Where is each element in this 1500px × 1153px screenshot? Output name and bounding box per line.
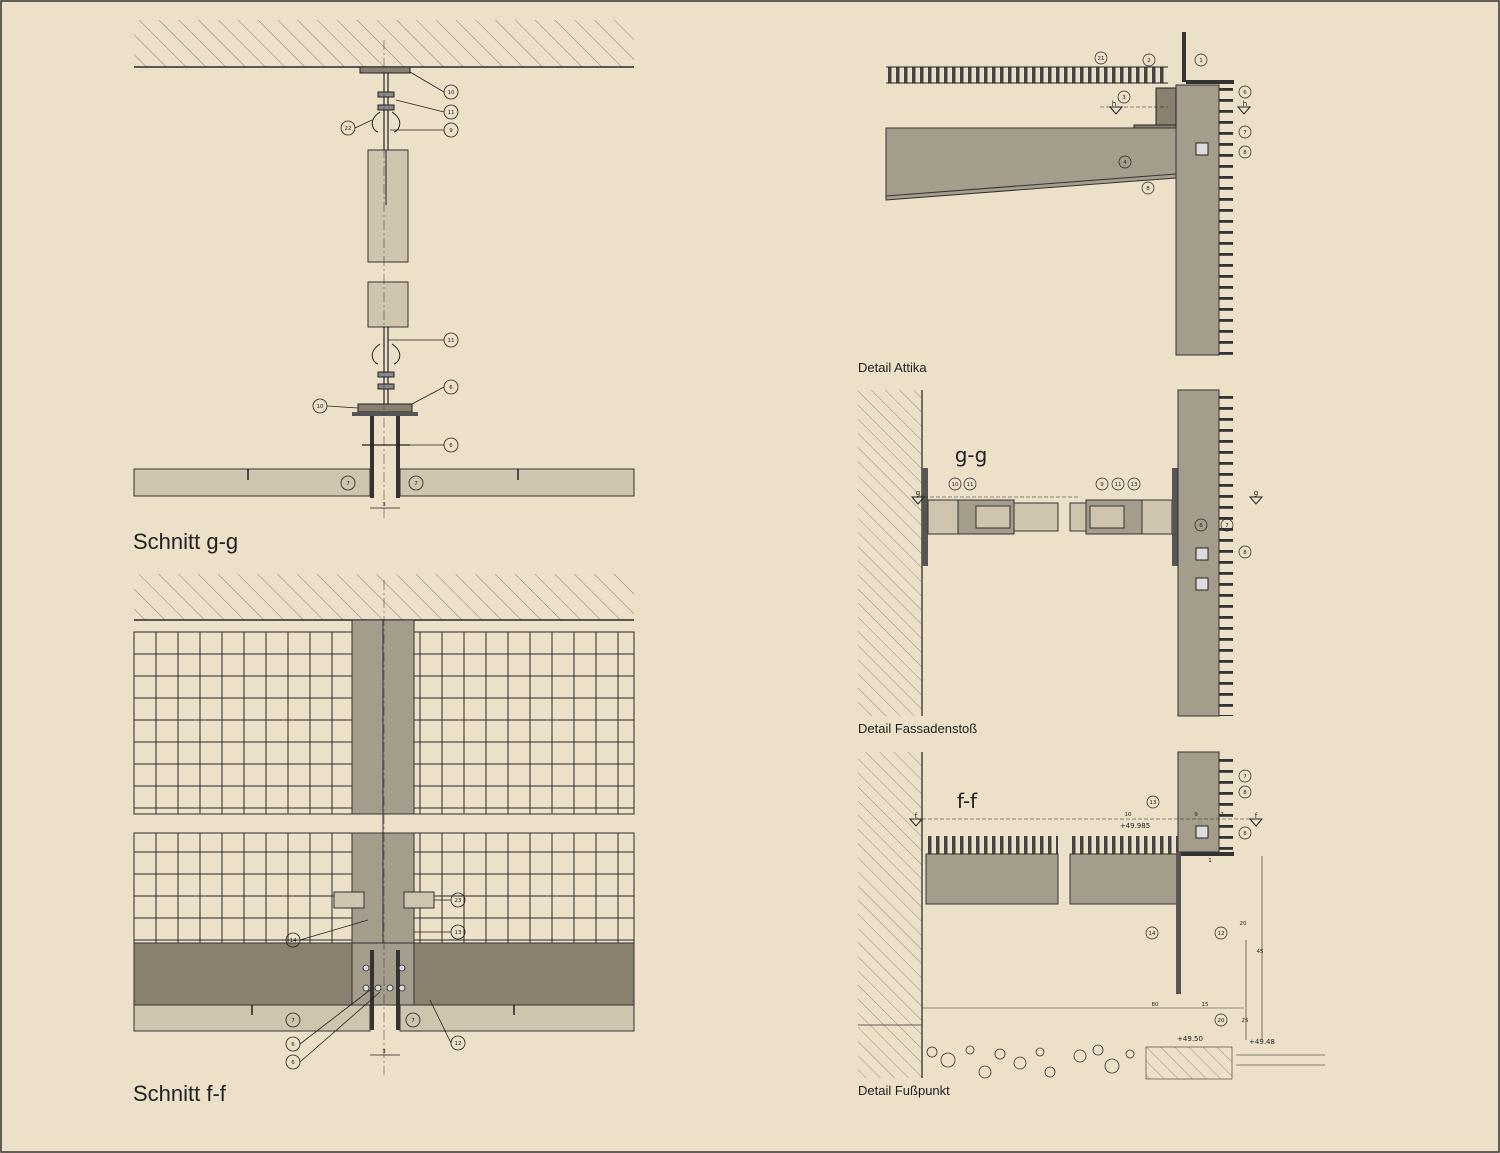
callout-gg-7: 10 — [317, 404, 324, 410]
dim-fuss-1: 1 — [1208, 858, 1212, 864]
callout-gg-6: 6 — [449, 385, 453, 391]
section-mark-f-left: f — [915, 812, 918, 820]
detail-attika-callouts: 1 2 21 3 h h 6 7 4 8 8 — [1098, 56, 1248, 192]
callout-fuss-2: 7 — [1243, 774, 1247, 780]
dim-fuss-7: 7 — [1220, 812, 1224, 818]
callout-attika-8: 8 — [1146, 186, 1150, 192]
callout-attika-3: 21 — [1098, 56, 1105, 62]
callout-attika-7: 7 — [1243, 130, 1247, 136]
callout-ff-8: 12 — [455, 1041, 462, 1047]
title-schnitt-gg: Schnitt g-g — [133, 529, 238, 554]
callout-fuss-4: 8 — [1243, 831, 1247, 837]
callout-ff-7: 7 — [411, 1018, 415, 1024]
dim-fuss-45: 45 — [1257, 949, 1264, 955]
callout-attika-1: 1 — [1199, 58, 1203, 64]
detail-attika-drawing — [885, 32, 1252, 356]
callout-fass-8: 8 — [1243, 550, 1247, 556]
callout-fuss-1: 13 — [1150, 800, 1157, 806]
level-4948: +49.48 — [1249, 1038, 1275, 1046]
title-schnitt-ff: Schnitt f-f — [133, 1081, 227, 1106]
callout-attika-4: 3 — [1122, 95, 1126, 101]
schnitt-gg-drawing — [133, 20, 635, 520]
dim-fuss-25: 25 — [1242, 1018, 1249, 1024]
dim-ff-3: 3 — [382, 1049, 386, 1055]
callout-gg-4: 9 — [449, 128, 453, 134]
level-4950: +49.50 — [1177, 1035, 1203, 1043]
callout-gg-1: 10 — [448, 90, 455, 96]
dim-fuss-20: 20 — [1240, 921, 1247, 927]
callout-attika-2: 2 — [1147, 58, 1151, 64]
callout-ff-2: 14 — [290, 938, 297, 944]
title-detail-fusspunkt: Detail Fußpunkt — [858, 1083, 950, 1098]
callout-fass-4: 11 — [1115, 482, 1122, 488]
dim-gg-3: 3 — [382, 502, 386, 508]
callout-fuss-5: 14 — [1149, 931, 1156, 937]
detail-fassadenstoss-drawing — [858, 389, 1264, 717]
level-49985: +49.985 — [1120, 822, 1150, 830]
callout-ff-5: 6 — [291, 1060, 295, 1066]
callout-fass-7: 7 — [1225, 523, 1229, 529]
callout-gg-8: 6 — [449, 443, 453, 449]
section-mark-ff: f-f — [957, 789, 978, 813]
section-mark-gg: g-g — [955, 443, 988, 467]
callout-fuss-3: 8 — [1243, 790, 1247, 796]
callout-fuss-7: 20 — [1218, 1018, 1225, 1024]
callout-ff-3: 13 — [455, 930, 462, 936]
dim-fuss-9: 9 — [1194, 812, 1198, 818]
callout-fass-1: 10 — [952, 482, 959, 488]
callout-gg-9: 7 — [346, 481, 350, 487]
callout-attika-8b: 8 — [1243, 150, 1247, 156]
schnitt-gg-callouts: 10 11 22 9 11 6 10 6 7 7 3 — [317, 90, 455, 508]
callout-attika-6: 6 — [1243, 90, 1247, 96]
callout-gg-5: 11 — [448, 338, 455, 344]
dim-fuss-80: 80 — [1152, 1002, 1159, 1008]
callout-attika-4b: 4 — [1123, 160, 1127, 166]
section-mark-h-left: h — [1112, 100, 1116, 108]
callout-gg-2: 11 — [448, 110, 455, 116]
dim-fuss-10: 10 — [1125, 812, 1132, 818]
callout-fuss-6: 12 — [1218, 931, 1225, 937]
callout-ff-4: 6 — [291, 1042, 295, 1048]
detail-fusspunkt-callouts: f-f f f +49.985 +49.50 +49.48 10 80 15 2… — [915, 774, 1275, 1046]
section-mark-h-right: h — [1243, 100, 1247, 108]
detail-fusspunkt-drawing — [858, 751, 1325, 1080]
section-mark-g-left: g — [916, 489, 920, 497]
dim-fuss-15: 15 — [1202, 1002, 1209, 1008]
callout-ff-6: 7 — [291, 1018, 295, 1024]
callout-ff-1: 23 — [455, 898, 462, 904]
callout-gg-3: 22 — [345, 126, 352, 132]
title-detail-attika: Detail Attika — [858, 360, 927, 375]
section-mark-g-right: g — [1254, 489, 1258, 497]
section-mark-f-right: f — [1255, 812, 1258, 820]
callout-fass-6: 6 — [1199, 523, 1203, 529]
callout-fass-5: 13 — [1131, 482, 1138, 488]
callout-fass-3: 9 — [1100, 482, 1104, 488]
schnitt-ff-callouts: 23 14 13 6 6 7 7 12 3 — [290, 898, 462, 1066]
schnitt-ff-drawing — [133, 574, 635, 1075]
callout-fass-2: 11 — [967, 482, 974, 488]
callout-gg-10: 7 — [414, 481, 418, 487]
detail-fassadenstoss-callouts: g-g g g 10 11 9 11 13 6 7 8 — [916, 443, 1258, 556]
title-detail-fassadenstoss: Detail Fassadenstoß — [858, 721, 977, 736]
